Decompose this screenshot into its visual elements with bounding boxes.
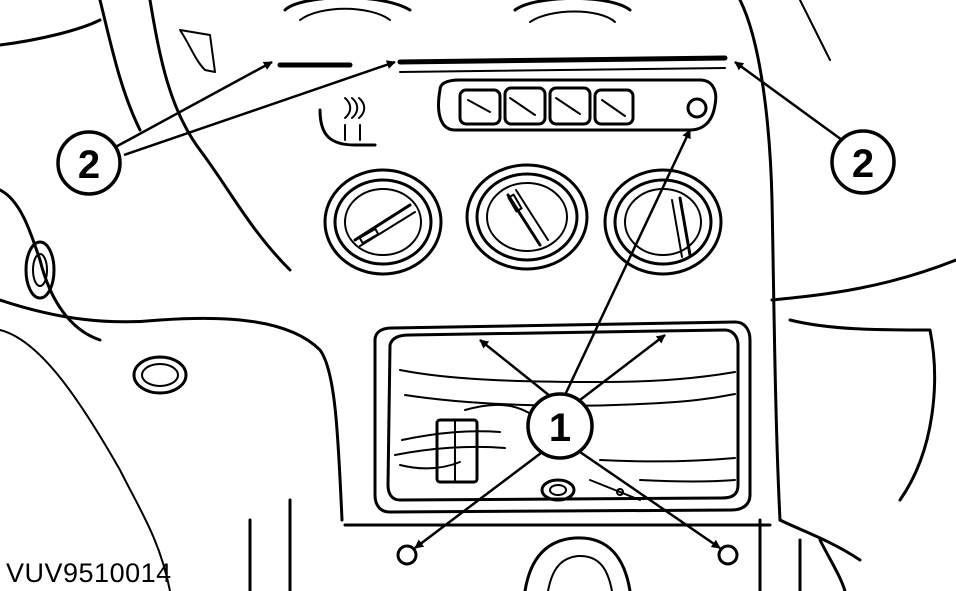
knob-right	[603, 168, 723, 276]
switch-cluster	[437, 78, 718, 132]
callout-2-leaders	[109, 60, 843, 157]
callout-1-label: 1	[549, 406, 571, 450]
figure-code: VUV9510014	[6, 558, 172, 588]
callout-1: 1	[526, 392, 594, 460]
callout-2-left: 2	[56, 130, 122, 196]
defrost-icon	[318, 97, 377, 147]
lower-screw-holes	[396, 544, 739, 566]
callout-2-left-label: 2	[78, 143, 100, 187]
top-air-vents	[283, 0, 632, 23]
knob-left	[323, 168, 443, 276]
knob-center	[465, 163, 589, 271]
top-trim-strip	[277, 55, 728, 73]
callout-2-right-label: 2	[852, 142, 874, 186]
climate-control-knobs	[323, 163, 723, 276]
callout-2-right: 2	[830, 129, 896, 195]
callout-1-leaders	[414, 129, 721, 550]
